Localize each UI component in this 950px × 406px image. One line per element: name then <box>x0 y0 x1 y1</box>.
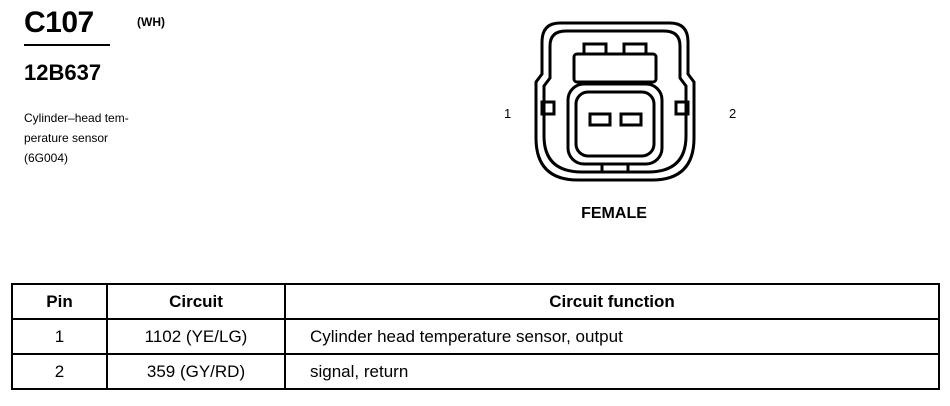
connector-outer-shell <box>534 21 696 182</box>
side-key-left-icon <box>540 100 556 116</box>
terminal-cavity-inner <box>574 90 656 158</box>
cell-pin: 2 <box>11 353 108 390</box>
side-key-right-icon <box>674 100 690 116</box>
cell-function: signal, return <box>284 353 940 390</box>
cell-circuit: 1102 (YE/LG) <box>106 318 286 355</box>
pin-label-1: 1 <box>504 106 512 121</box>
connector-gender: FEMALE <box>581 205 647 222</box>
table-row: 1 1102 (YE/LG) Cylinder head temperature… <box>11 318 940 355</box>
header-pin: Pin <box>11 283 108 320</box>
connector-color: (WH) <box>137 15 165 29</box>
header-circuit-function: Circuit function <box>284 283 940 320</box>
pinout-table: Pin Circuit Circuit function 1 1102 (YE/… <box>11 283 940 390</box>
header-circuit: Circuit <box>106 283 286 320</box>
locking-tab-icon <box>582 42 648 54</box>
connector-description: Cylinder–head tem- perature sensor (6G00… <box>24 108 129 168</box>
title-underline <box>24 44 110 46</box>
terminal-2-icon <box>619 112 643 127</box>
pin-label-2: 2 <box>729 106 737 121</box>
part-number: 12B637 <box>24 60 102 85</box>
connector-inner-shell <box>542 29 688 174</box>
cell-function: Cylinder head temperature sensor, output <box>284 318 940 355</box>
table-header-row: Pin Circuit Circuit function <box>11 283 940 320</box>
description-line: Cylinder–head tem- <box>24 111 129 125</box>
connector-face-diagram <box>534 21 696 182</box>
connector-id: C107 <box>24 6 94 39</box>
cell-pin: 1 <box>11 318 108 355</box>
lock-housing <box>572 52 658 84</box>
bottom-key-icon <box>600 162 630 172</box>
table-row: 2 359 (GY/RD) signal, return <box>11 353 940 390</box>
cell-circuit: 359 (GY/RD) <box>106 353 286 390</box>
terminal-1-icon <box>588 112 612 127</box>
description-line: (6G004) <box>24 151 69 165</box>
terminal-cavity-outer <box>566 82 664 166</box>
description-line: perature sensor <box>24 131 109 145</box>
